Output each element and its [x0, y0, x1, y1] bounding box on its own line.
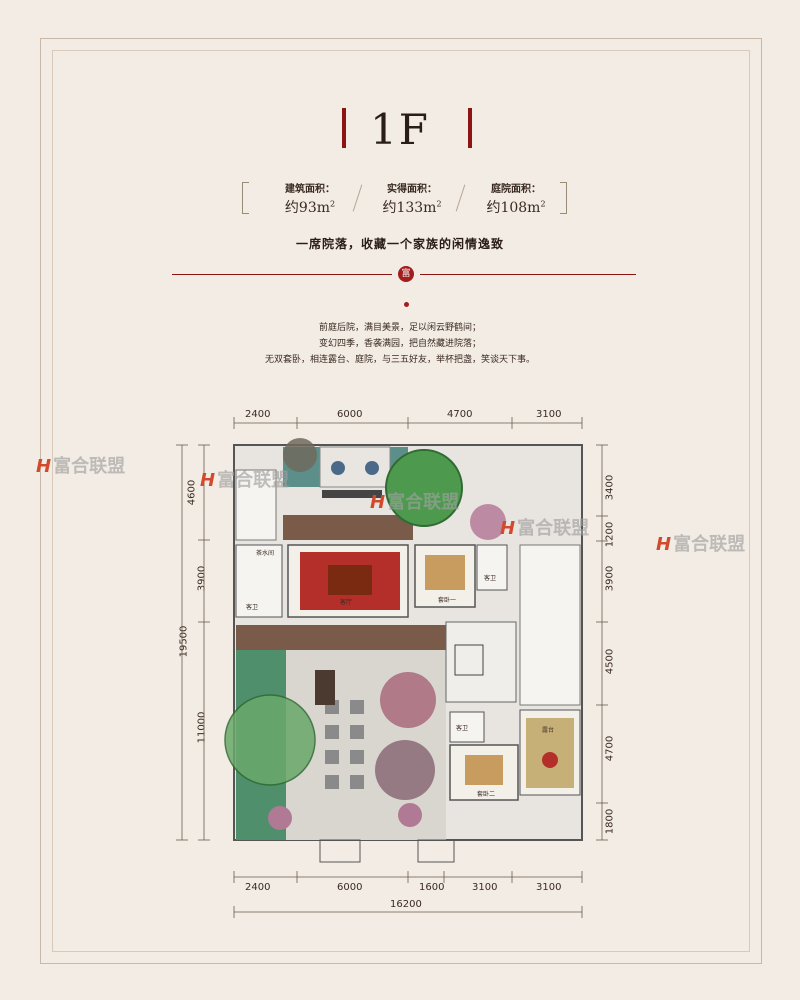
- top-bench: [322, 490, 382, 498]
- tree-icon: [283, 438, 317, 472]
- title-right-bracket: [468, 108, 472, 148]
- tree-icon: [268, 806, 292, 830]
- living-table: [328, 565, 372, 595]
- floor-title: 1F: [370, 105, 430, 154]
- tree-icon: [385, 449, 463, 527]
- description: 前庭后院，满目美景，足以闲云野鹤间； 变幻四季，香袭满园，把自然藏进院落； 无双…: [0, 320, 800, 368]
- dim-top-4: 3100: [536, 409, 562, 420]
- pot-icon: [365, 461, 379, 475]
- deck-middle: [236, 625, 446, 650]
- terrace-table: [542, 752, 558, 768]
- pot-icon: [331, 461, 345, 475]
- stat-value: 约133m2: [382, 199, 442, 216]
- bath-three: [449, 711, 485, 743]
- title-left-bracket: [342, 108, 346, 148]
- room-label-living: 客厅: [340, 598, 352, 606]
- description-line: 变幻四季，香袭满园，把自然藏进院落；: [318, 339, 481, 349]
- deck-top: [283, 515, 413, 540]
- stat-building-area: 建筑面积： 约93m2: [260, 180, 360, 217]
- divider-left: [172, 274, 392, 275]
- stat-label: 实得面积：: [387, 184, 437, 195]
- red-dot: [404, 302, 409, 307]
- area-stats: 建筑面积： 约93m2 实得面积： 约133m2 庭院面积： 约108m2: [240, 180, 570, 220]
- room-label-bath2: 客卫: [484, 574, 496, 582]
- side-yard-right: [519, 544, 581, 706]
- dim-top-2: 6000: [337, 409, 363, 420]
- room-label-suite2: 套卧二: [477, 790, 495, 798]
- bed-icon: [465, 755, 503, 785]
- entrance-left: [319, 839, 361, 863]
- bath-two: [476, 544, 508, 591]
- room-label-bath1: 客卫: [246, 603, 258, 611]
- tree-icon: [375, 740, 435, 800]
- entrance-right: [417, 839, 455, 863]
- room-label-terrace: 露台: [542, 726, 554, 734]
- dimension-lines: [176, 417, 608, 918]
- dim-top-1: 2400: [245, 409, 271, 420]
- paving-grid: [325, 700, 364, 789]
- tree-icon: [470, 504, 506, 540]
- stairwell: [445, 621, 517, 703]
- divider-right: [420, 274, 636, 275]
- tree-icon: [224, 694, 316, 786]
- stat-actual-area: 实得面积： 约133m2: [362, 180, 462, 217]
- room-label-bath3: 客卫: [456, 724, 468, 732]
- dim-top-3: 4700: [447, 409, 473, 420]
- tree-icon: [398, 803, 422, 827]
- dim-bottom-4: 3100: [472, 882, 498, 893]
- inner-frame: [52, 50, 750, 952]
- stats-left-bracket: [242, 182, 249, 214]
- room-label-suite1: 套卧一: [438, 596, 456, 604]
- stats-right-bracket: [560, 182, 567, 214]
- stat-label: 建筑面积：: [285, 184, 335, 195]
- stair-icon: [454, 644, 484, 676]
- dim-bottom-1: 2400: [245, 882, 271, 893]
- tree-icon: [380, 672, 436, 728]
- stat-label: 庭院面积：: [491, 184, 541, 195]
- stat-value: 约108m2: [486, 199, 546, 216]
- dim-bottom-2: 6000: [337, 882, 363, 893]
- tagline: 一席院落，收藏一个家族的闲情逸致: [295, 237, 504, 251]
- table-icon: [315, 670, 335, 705]
- tea-room: [235, 544, 283, 618]
- dim-bottom-3: 1600: [419, 882, 445, 893]
- seal-icon: 富: [398, 266, 414, 282]
- dim-bottom-5: 3100: [536, 882, 562, 893]
- outer-frame: [40, 38, 762, 964]
- description-line: 无双套卧，相连露台、庭院，与三五好友，举杯把盏，笑谈天下事。: [264, 355, 535, 365]
- stat-value: 约93m2: [284, 199, 336, 216]
- room-label-tea: 茶水间: [256, 549, 274, 557]
- bed-icon: [425, 555, 465, 590]
- title-wrap: 1F: [0, 100, 800, 160]
- side-yard-top-left: [235, 469, 277, 541]
- dim-bottom-total: 16200: [390, 899, 422, 910]
- stat-courtyard-area: 庭院面积： 约108m2: [466, 180, 566, 217]
- top-terrace: [319, 446, 391, 488]
- description-line: 前庭后院，满目美景，足以闲云野鹤间；: [318, 323, 481, 333]
